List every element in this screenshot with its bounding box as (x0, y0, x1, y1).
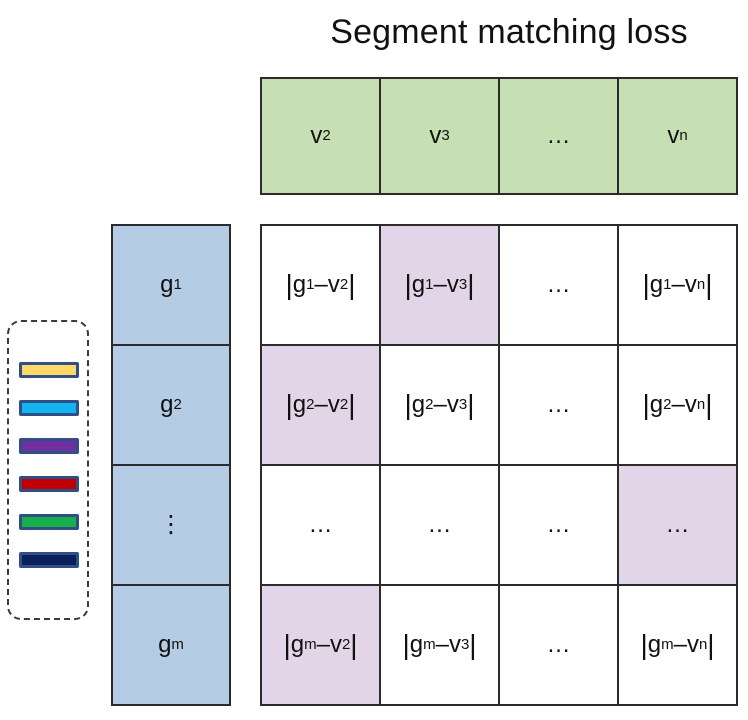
matrix-ellipsis: … (546, 271, 571, 298)
matrix-v-symbol: v (684, 271, 697, 298)
v-header-symbol: v (310, 122, 323, 149)
matrix-g-symbol: g (292, 271, 307, 298)
matrix-v-symbol: v (686, 631, 699, 658)
minus-sign: – (671, 391, 685, 418)
g-row-symbol: g (158, 631, 172, 658)
v-header-cell-3: … (498, 77, 619, 195)
v-header-symbol: v (429, 122, 442, 149)
abs-bar-left: | (404, 389, 412, 420)
matrix-cell-r3-c4: … (617, 464, 738, 586)
matrix-v-symbol: v (446, 271, 459, 298)
minus-sign: – (671, 271, 685, 298)
v-header-symbol: … (546, 122, 571, 149)
abs-bar-left: | (283, 629, 291, 660)
legend-swatch-5 (19, 514, 79, 530)
minus-sign: – (433, 391, 447, 418)
matrix-ellipsis: … (665, 511, 690, 538)
abs-bar-right: | (469, 629, 477, 660)
matrix-v-symbol: v (329, 631, 342, 658)
matrix-cell-r3-c1: … (260, 464, 381, 586)
matrix-cell-r2-c3: … (498, 344, 619, 466)
g-row-symbol: ⋮ (159, 511, 183, 538)
legend-swatch-6 (19, 552, 79, 568)
minus-sign: – (314, 391, 328, 418)
minus-sign: – (316, 631, 330, 658)
segment-color-legend (7, 320, 89, 620)
minus-sign: – (433, 271, 447, 298)
legend-swatch-1 (19, 362, 79, 378)
legend-swatch-2 (19, 400, 79, 416)
matrix-cell-r1-c3: … (498, 224, 619, 346)
legend-swatch-4 (19, 476, 79, 492)
matrix-cell-r3-c3: … (498, 464, 619, 586)
matrix-g-symbol: g (290, 631, 305, 658)
matrix-v-symbol: v (684, 391, 697, 418)
abs-bar-right: | (705, 269, 713, 300)
matrix-ellipsis: … (546, 391, 571, 418)
minus-sign: – (314, 271, 328, 298)
matrix-v-symbol: v (327, 271, 340, 298)
matrix-g-symbol: g (292, 391, 307, 418)
abs-bar-right: | (350, 629, 358, 660)
g-row-symbol: g (160, 391, 174, 418)
abs-bar-left: | (285, 269, 293, 300)
matrix-ellipsis: … (427, 511, 452, 538)
abs-bar-left: | (642, 269, 650, 300)
matrix-v-symbol: v (327, 391, 340, 418)
matrix-cell-r4-c3: … (498, 584, 619, 706)
abs-bar-right: | (467, 389, 475, 420)
abs-bar-right: | (348, 269, 356, 300)
diagram-title: Segment matching loss (330, 13, 688, 51)
abs-bar-left: | (404, 269, 412, 300)
matrix-cell-r3-c2: … (379, 464, 500, 586)
abs-bar-right: | (467, 269, 475, 300)
v-header-symbol: v (667, 122, 680, 149)
abs-bar-right: | (348, 389, 356, 420)
abs-bar-left: | (640, 629, 648, 660)
legend-swatch-3 (19, 438, 79, 454)
matrix-v-symbol: v (446, 391, 459, 418)
matrix-g-symbol: g (649, 391, 664, 418)
abs-bar-left: | (285, 389, 293, 420)
matrix-g-symbol: g (647, 631, 662, 658)
matrix-ellipsis: … (546, 631, 571, 658)
minus-sign: – (673, 631, 687, 658)
g-row-cell-3: ⋮ (111, 464, 231, 586)
matrix-g-symbol: g (411, 271, 426, 298)
abs-bar-right: | (707, 629, 715, 660)
abs-bar-right: | (705, 389, 713, 420)
g-row-symbol: g (160, 271, 174, 298)
matrix-g-symbol: g (411, 391, 426, 418)
matrix-v-symbol: v (448, 631, 461, 658)
abs-bar-left: | (642, 389, 650, 420)
matrix-g-symbol: g (649, 271, 664, 298)
matrix-ellipsis: … (308, 511, 333, 538)
matrix-g-symbol: g (409, 631, 424, 658)
minus-sign: – (435, 631, 449, 658)
matrix-ellipsis: … (546, 511, 571, 538)
abs-bar-left: | (402, 629, 410, 660)
